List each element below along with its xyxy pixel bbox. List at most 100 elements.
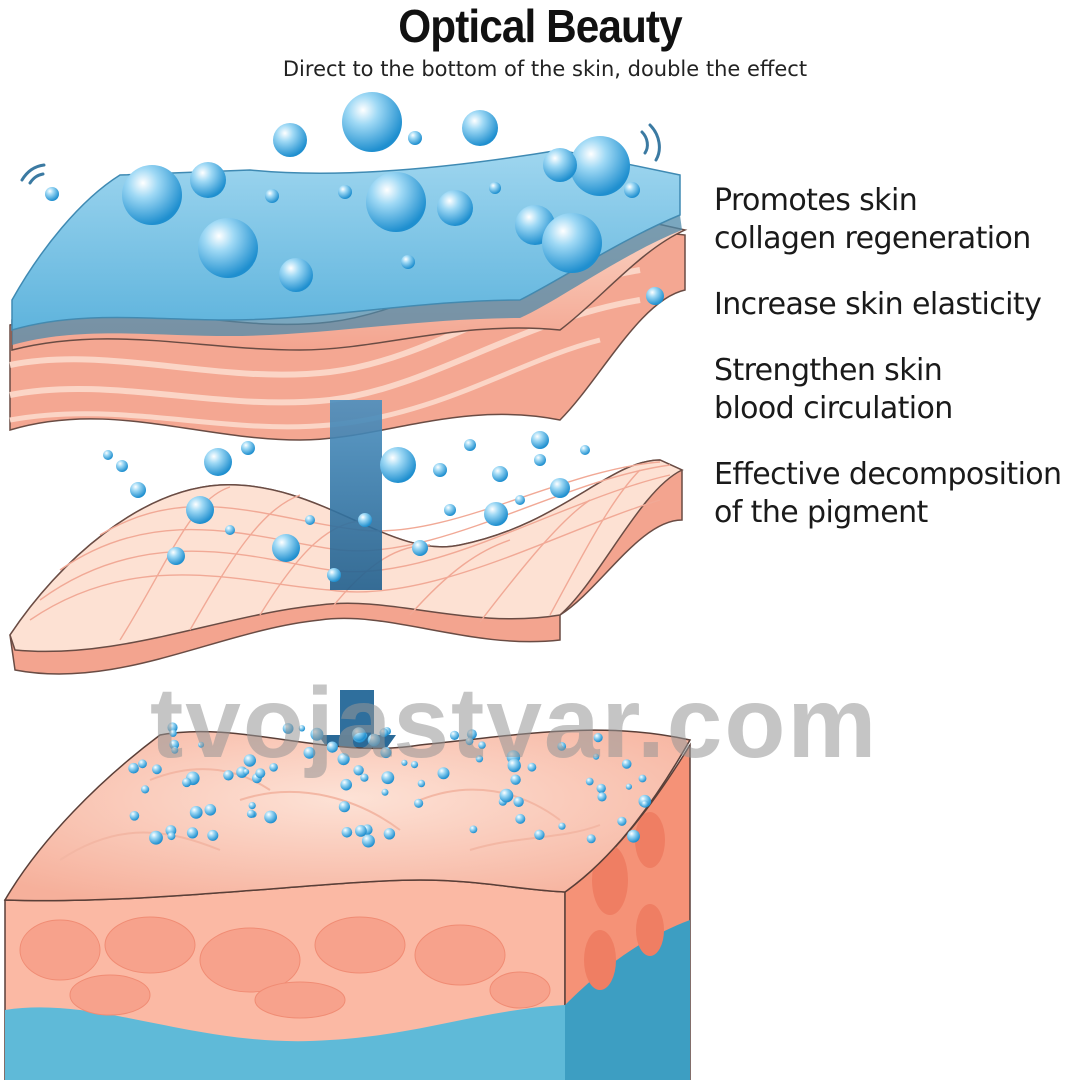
bottom-tissue-block [3, 729, 692, 1080]
small-bubble [381, 788, 389, 796]
small-bubble [534, 829, 545, 840]
small-bubble [478, 741, 486, 749]
small-bubble [149, 830, 163, 845]
bubble [401, 255, 415, 269]
bubble [342, 92, 402, 152]
small-bubble [128, 762, 139, 774]
page-subtitle: Direct to the bottom of the skin, double… [282, 57, 808, 81]
bubble [190, 162, 226, 198]
small-bubble [585, 777, 594, 786]
small-bubble [248, 802, 256, 810]
small-bubble [515, 813, 526, 824]
small-bubble [627, 829, 640, 843]
small-bubble [305, 515, 315, 525]
small-bubble [499, 788, 514, 803]
small-bubble [171, 746, 179, 754]
small-bubble [241, 441, 255, 455]
benefit-line: Strengthen skin [714, 353, 943, 388]
bubble [338, 185, 352, 199]
small-bubble [381, 771, 395, 785]
small-bubble [310, 727, 324, 741]
top-skin-layer [9, 149, 688, 441]
small-bubble [189, 806, 203, 819]
small-bubble [207, 829, 219, 841]
small-bubble [515, 495, 525, 505]
benefit-item: Increase skin elasticity [714, 286, 1042, 324]
small-bubble [558, 822, 566, 830]
small-bubble [596, 783, 606, 794]
bubble [624, 182, 640, 198]
small-bubble [255, 768, 266, 779]
small-bubble [638, 774, 647, 783]
small-bubble [449, 730, 460, 741]
small-bubble [246, 809, 256, 818]
small-bubble [534, 454, 546, 466]
small-bubble [417, 779, 426, 788]
water-bubbles [45, 92, 664, 848]
small-bubble [484, 502, 508, 526]
small-bubble [225, 525, 235, 535]
small-bubble [379, 728, 389, 738]
small-bubble [580, 445, 590, 455]
benefit-line: Effective decomposition [714, 457, 1062, 492]
small-bubble [625, 783, 633, 790]
small-bubble [169, 729, 177, 737]
small-bubble [597, 792, 607, 802]
bubble [122, 165, 182, 225]
small-bubble [269, 763, 278, 772]
small-bubble [303, 746, 316, 759]
small-bubble [383, 828, 396, 840]
bubble [542, 213, 602, 273]
small-bubble [380, 747, 392, 759]
small-bubble [380, 447, 416, 483]
small-bubble [243, 754, 256, 767]
small-bubble [337, 753, 350, 766]
small-bubble [116, 460, 128, 472]
page-title: Optical Beauty [398, 0, 682, 52]
small-bubble [182, 777, 192, 788]
small-bubble [621, 759, 632, 769]
small-bubble [464, 439, 476, 451]
bubble [570, 136, 630, 196]
small-bubble [360, 773, 369, 782]
bubble [462, 110, 498, 146]
benefit-item: Promotes skin collagen regeneration [714, 182, 1031, 258]
small-bubble [186, 496, 214, 524]
small-bubble [272, 534, 300, 562]
small-bubble [510, 774, 521, 785]
bubble [543, 148, 577, 182]
small-bubble [130, 482, 146, 498]
small-bubble [353, 765, 364, 776]
bubble [366, 172, 426, 232]
small-bubble [593, 753, 600, 760]
small-bubble [513, 796, 524, 807]
small-bubble [327, 568, 341, 582]
small-bubble [138, 759, 147, 769]
small-bubble [103, 450, 113, 460]
benefit-item: Strengthen skin blood circulation [714, 352, 953, 428]
small-bubble [617, 816, 627, 826]
bubble [265, 189, 279, 203]
watermark: tvojastvar.com [150, 667, 879, 779]
small-bubble [412, 540, 428, 556]
small-bubble [355, 825, 367, 837]
bubble [489, 182, 501, 194]
small-bubble [531, 431, 549, 449]
small-bubble [401, 759, 408, 766]
small-bubble [475, 755, 484, 763]
bubble [273, 123, 307, 157]
small-bubble [469, 825, 478, 834]
small-bubble [186, 827, 199, 839]
small-bubble [444, 504, 456, 516]
small-bubble [282, 723, 294, 734]
bubble [198, 218, 258, 278]
small-bubble [298, 725, 306, 732]
small-bubble [367, 733, 381, 747]
small-bubble [167, 547, 185, 565]
signal-marks [20, 123, 661, 185]
small-bubble [507, 758, 521, 773]
small-bubble [586, 834, 596, 844]
small-bubble [264, 810, 277, 824]
bubble [45, 187, 59, 201]
